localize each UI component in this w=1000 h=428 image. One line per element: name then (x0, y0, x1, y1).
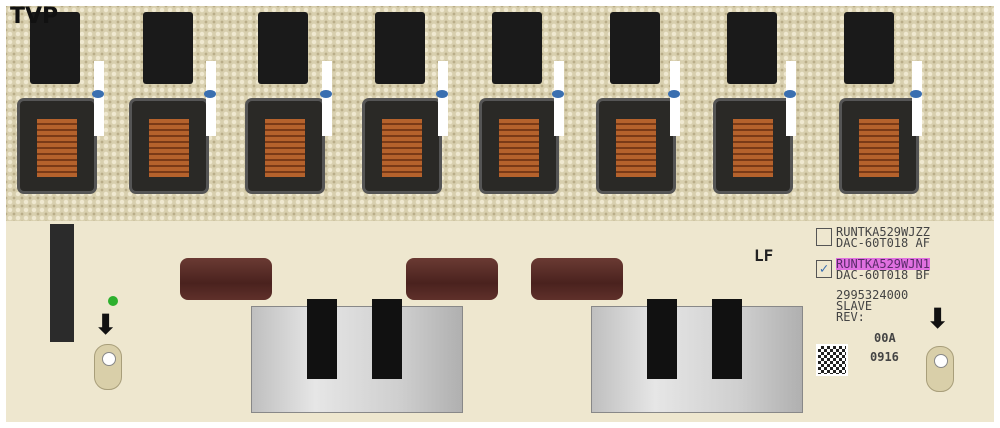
board-role: SLAVE (836, 299, 873, 313)
qr-label (816, 344, 848, 376)
output-connector (610, 12, 660, 84)
heatsink (251, 299, 463, 413)
mosfet (307, 299, 337, 379)
electrolytic-capacitor (531, 258, 623, 300)
arrow-down-icon: ⬇ (926, 302, 950, 335)
transformer (482, 101, 556, 191)
output-connector (143, 12, 193, 84)
transformer (716, 101, 790, 191)
transformer (132, 101, 206, 191)
green-led (108, 296, 118, 306)
blue-capacitor (668, 90, 680, 98)
transformer (248, 101, 322, 191)
white-strip (322, 61, 332, 136)
blue-capacitor (320, 90, 332, 98)
output-connector (375, 12, 425, 84)
mosfet (647, 299, 677, 379)
output-connector (492, 12, 542, 84)
white-strip (94, 61, 104, 136)
output-connector (258, 12, 308, 84)
output-connector (844, 12, 894, 84)
heatsink (591, 299, 803, 413)
copper-coil (499, 119, 539, 177)
electrolytic-capacitor (180, 258, 272, 300)
white-strip (438, 61, 448, 136)
transformer (842, 101, 916, 191)
side-connector (50, 224, 74, 342)
blue-capacitor (204, 90, 216, 98)
mosfet (712, 299, 742, 379)
white-strip (912, 61, 922, 136)
variant-a-model: DAC-60T018 AF (836, 236, 930, 250)
watermark: TVP (10, 4, 59, 29)
blue-capacitor (784, 90, 796, 98)
rev-value: 00A (874, 331, 896, 345)
copper-coil (616, 119, 656, 177)
copper-coil (37, 119, 77, 177)
blue-capacitor (436, 90, 448, 98)
output-connector (30, 12, 80, 84)
white-strip (206, 61, 216, 136)
electrolytic-capacitor (406, 258, 498, 300)
variant-b-checkbox: ✓ (816, 260, 832, 278)
mounting-hole (926, 346, 954, 392)
serial-number: 2995324000 (836, 288, 909, 302)
transformer (365, 101, 439, 191)
variant-a-part: RUNTKA529WJZZ (836, 225, 930, 239)
rev-label: REV: (836, 310, 865, 324)
variant-b-part: RUNTKA529WJN1 (836, 257, 930, 271)
copper-coil (733, 119, 773, 177)
variant-b-model: DAC-60T018 BF (836, 268, 930, 282)
output-connector (727, 12, 777, 84)
copper-coil (265, 119, 305, 177)
white-strip (670, 61, 680, 136)
white-strip (554, 61, 564, 136)
white-strip (786, 61, 796, 136)
arrow-down-icon: ⬇ (94, 308, 118, 341)
mosfet (372, 299, 402, 379)
variant-a-checkbox (816, 228, 832, 246)
blue-capacitor (910, 90, 922, 98)
copper-coil (859, 119, 899, 177)
date-code: 0916 (870, 350, 899, 364)
copper-coil (149, 119, 189, 177)
blue-capacitor (552, 90, 564, 98)
blue-capacitor (92, 90, 104, 98)
transformer (599, 101, 673, 191)
inverter-board: ⬇ ⬇ LF RUNTKA529WJZZ DAC-60T018 AF ✓ RUN… (6, 6, 994, 422)
mounting-hole (94, 344, 122, 390)
lf-mark: LF (754, 246, 774, 265)
transformer (20, 101, 94, 191)
copper-coil (382, 119, 422, 177)
